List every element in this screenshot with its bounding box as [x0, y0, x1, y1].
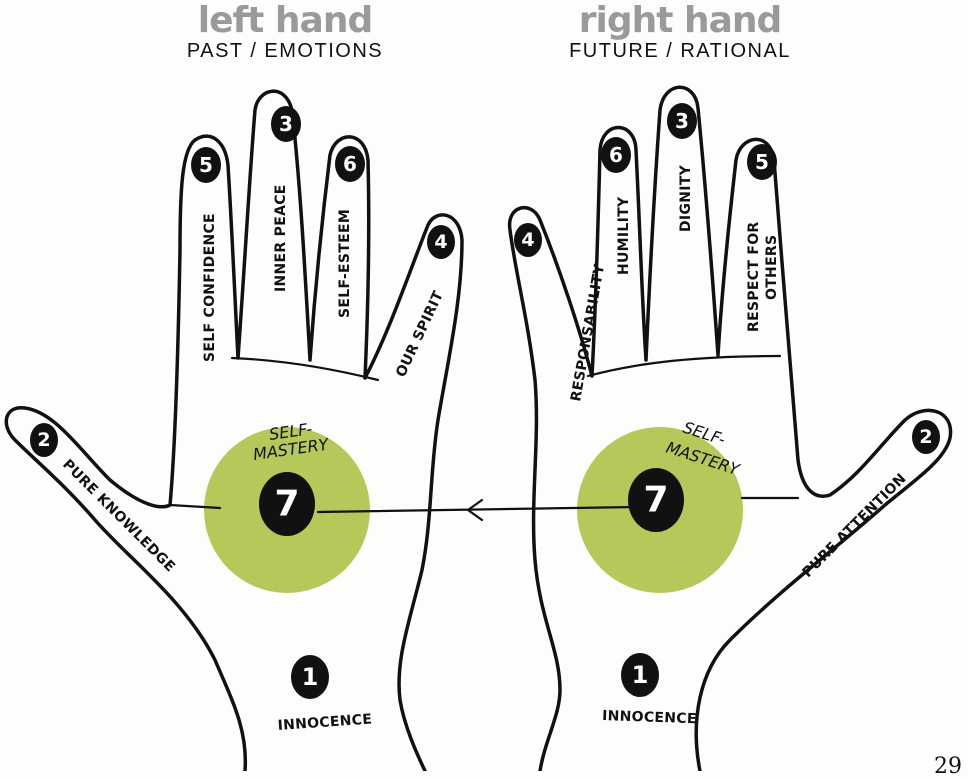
svg-text:2: 2 [919, 426, 932, 448]
page-number: 29 [934, 754, 962, 779]
left-little-finger-label: SELF CONFIDENCE [202, 213, 218, 362]
left-thumb-label: PURE KNOWLEDGE [59, 457, 178, 576]
left-index-finger-label: OUR SPIRIT [393, 288, 447, 379]
svg-text:6: 6 [609, 143, 623, 167]
left-ring-finger-badge: 6 [335, 146, 365, 182]
left-palm-badge: 7 [259, 472, 315, 536]
right-base-label: INNOCENCE [602, 708, 697, 727]
right-hand: RESPONSABILITY HUMILITY DIGNITY RESPECT … [318, 87, 951, 771]
right-little-finger-badge: 5 [747, 144, 777, 180]
svg-text:7: 7 [274, 484, 299, 525]
right-ring-finger-label: HUMILITY [616, 196, 632, 275]
right-little-finger-label-line2: OTHERS [764, 235, 780, 300]
svg-text:3: 3 [279, 112, 293, 136]
svg-text:4: 4 [434, 231, 447, 253]
left-finger-base-line [232, 358, 378, 380]
left-hand: SELF CONFIDENCE INNER PEACE SELF-ESTEEM … [6, 91, 462, 771]
right-index-finger-badge: 4 [514, 223, 542, 257]
svg-text:6: 6 [343, 152, 357, 176]
right-middle-finger-badge: 3 [667, 103, 697, 139]
left-thumb-badge: 2 [30, 423, 58, 457]
svg-text:7: 7 [643, 480, 668, 521]
left-base-label: INNOCENCE [277, 711, 373, 734]
svg-text:2: 2 [37, 429, 50, 451]
left-little-finger-badge: 5 [191, 147, 221, 183]
right-thumb-badge: 2 [912, 420, 940, 454]
right-thumb-label: PURE ATTENTION [800, 471, 910, 581]
right-little-finger-label-line1: RESPECT FOR [746, 222, 762, 333]
left-index-finger-badge: 4 [427, 225, 455, 259]
right-index-finger-label: RESPONSABILITY [568, 262, 608, 402]
svg-text:1: 1 [632, 661, 649, 689]
right-base-badge: 1 [621, 653, 659, 697]
left-middle-finger-label: INNER PEACE [273, 184, 289, 292]
right-palm-badge: 7 [628, 468, 684, 532]
svg-text:5: 5 [755, 150, 769, 174]
left-hand-outline [6, 91, 462, 771]
right-middle-finger-label: DIGNITY [678, 164, 694, 232]
svg-text:3: 3 [675, 109, 689, 133]
left-base-badge: 1 [291, 655, 329, 699]
right-hand-outline [510, 87, 951, 771]
svg-text:4: 4 [521, 229, 534, 251]
right-ring-finger-badge: 6 [601, 137, 631, 173]
left-ring-finger-label: SELF-ESTEEM [337, 209, 353, 318]
svg-text:5: 5 [199, 153, 213, 177]
right-finger-base-line [588, 356, 780, 376]
left-middle-finger-badge: 3 [271, 106, 301, 142]
svg-text:1: 1 [302, 663, 319, 691]
